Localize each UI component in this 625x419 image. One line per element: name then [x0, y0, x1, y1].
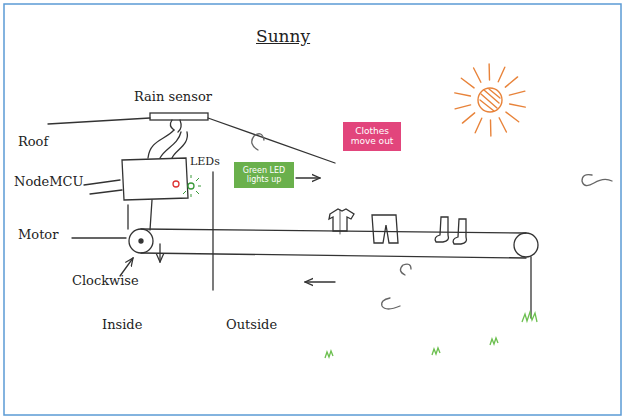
sun-ray — [455, 105, 471, 109]
label-leaders — [84, 180, 122, 194]
part-label: Clockwise — [72, 274, 139, 288]
frame — [4, 4, 621, 415]
grass — [325, 312, 537, 358]
sun-ray — [499, 118, 506, 132]
shirt — [329, 209, 354, 231]
red-led — [173, 181, 179, 187]
sock — [453, 219, 466, 244]
sun-ray — [488, 64, 490, 80]
belt-bottom — [141, 253, 526, 258]
roof-line — [48, 118, 150, 124]
rain-sensor — [150, 113, 208, 120]
sun-ray — [474, 68, 481, 82]
led-glow — [183, 175, 201, 197]
part-label: Motor — [18, 228, 58, 242]
sun-ray — [509, 91, 525, 95]
box-text: Clothes move out — [346, 126, 398, 147]
pole — [530, 257, 531, 318]
inward-arrow — [305, 281, 335, 282]
part-label: Roof — [18, 135, 48, 149]
motor-mount — [128, 200, 152, 230]
sensor-wires — [148, 130, 187, 158]
motor-axle — [139, 239, 143, 243]
sock — [435, 217, 448, 242]
swirl — [582, 175, 612, 186]
sun-ray — [461, 78, 474, 88]
swirl — [400, 264, 411, 275]
part-label: Outside — [226, 318, 277, 332]
swirl — [252, 134, 264, 150]
sun-ray — [462, 113, 474, 123]
sun — [455, 64, 526, 136]
green-led — [188, 183, 194, 189]
box-text: Green LED lights up — [237, 166, 291, 184]
callout-box: Clothes move out — [343, 122, 401, 151]
part-label: Rain sensor — [134, 90, 212, 104]
part-label: NodeMCU — [14, 175, 83, 189]
roof-slope — [208, 118, 335, 163]
title: Sunny — [256, 26, 310, 46]
sun-ray — [475, 118, 482, 133]
sun-ray — [506, 112, 519, 122]
idler-pulley — [514, 233, 538, 257]
sun-ray — [498, 67, 505, 82]
shirt-peg — [340, 210, 341, 234]
sensor-mount — [170, 120, 181, 132]
part-label: LEDs — [190, 156, 220, 168]
motor-pulley — [129, 229, 153, 253]
sun-ray — [455, 93, 471, 96]
callout-box: Green LED lights up — [234, 162, 294, 188]
sun-ray — [510, 104, 526, 107]
wall-line — [212, 172, 213, 290]
sun-ray — [490, 120, 492, 136]
nodemcu-board — [122, 158, 188, 200]
swirl — [382, 298, 400, 309]
outward-arrow — [296, 177, 320, 178]
sun-ray — [505, 77, 517, 87]
motor-leader — [72, 237, 126, 238]
pants — [372, 215, 398, 243]
part-label: Inside — [102, 318, 142, 332]
sketch-lines — [48, 113, 612, 318]
